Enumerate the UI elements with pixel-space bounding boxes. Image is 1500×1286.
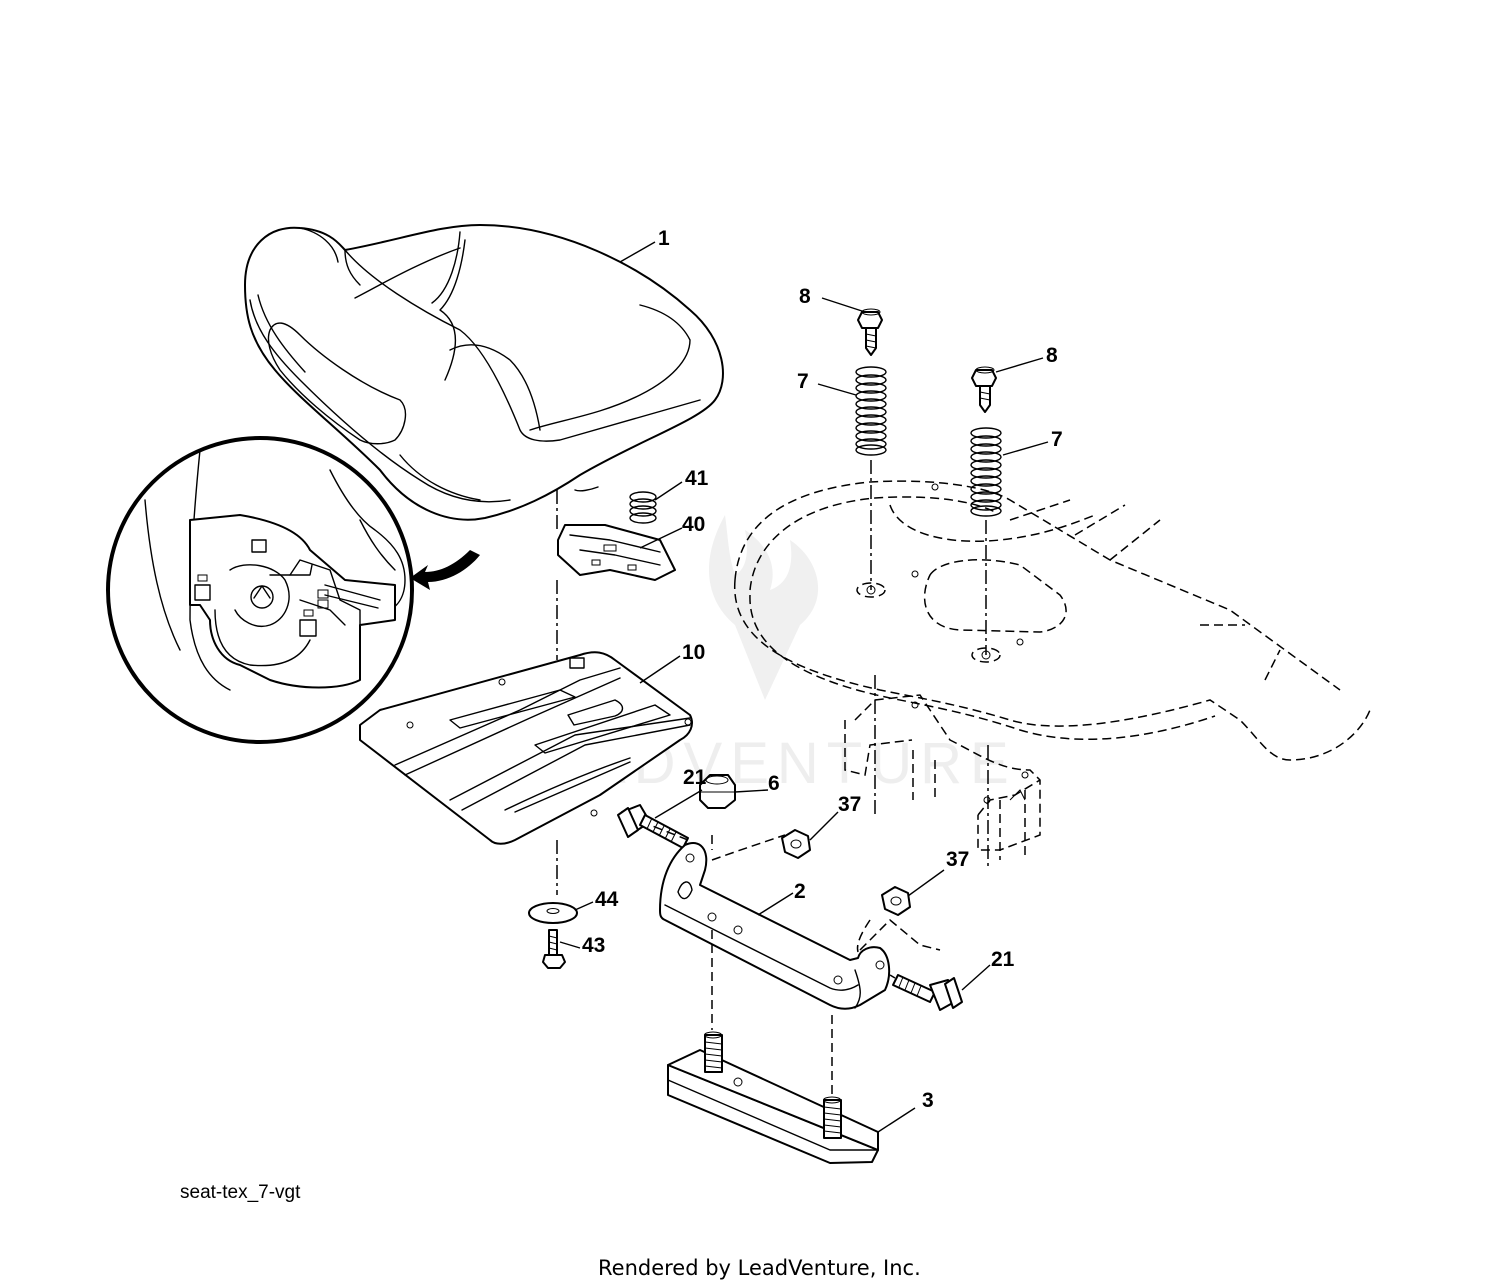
callout-37-lower: 37	[946, 848, 969, 871]
callout-labels: 1 8 8 7 7 41 40 10 21 6 37 37 2 44 43 21…	[582, 227, 1063, 1112]
mount-hole-outline	[971, 647, 1001, 663]
seat-bracket-2	[659, 842, 891, 1010]
base-plate-3	[667, 1031, 879, 1164]
bolt-8-left	[857, 308, 883, 356]
callout-21-lower: 21	[991, 948, 1015, 971]
nut-37-lower	[881, 886, 911, 916]
mount-hole-outline	[856, 582, 886, 598]
align-line	[711, 834, 786, 861]
callout-40: 40	[682, 513, 705, 536]
bolt-8-right	[971, 366, 997, 413]
callout-7-left: 7	[797, 370, 809, 393]
diagram-reference-code: seat-tex_7-vgt	[180, 1182, 301, 1203]
callout-3: 3	[922, 1089, 934, 1112]
spring-7-right	[970, 427, 1002, 517]
detail-inset-circle	[106, 436, 414, 744]
leader-lines	[559, 241, 1049, 1133]
callout-10: 10	[682, 641, 705, 664]
align-line	[856, 919, 871, 953]
callout-1: 1	[658, 227, 670, 250]
spring-41	[629, 491, 657, 524]
mount-hole	[981, 650, 991, 660]
slide-bracket-40	[557, 524, 676, 581]
bolt-21-right	[892, 974, 963, 1011]
callout-8-left: 8	[799, 285, 811, 308]
callout-6: 6	[768, 772, 780, 795]
tractor-frame-outline	[734, 480, 1371, 860]
align-line	[649, 824, 689, 841]
washer-44	[528, 902, 578, 924]
nut-37-upper	[781, 829, 811, 859]
align-line	[889, 974, 896, 979]
render-credit: Rendered by LeadVenture, Inc.	[598, 1256, 921, 1280]
mount-hole	[866, 585, 876, 595]
callout-7-right: 7	[1051, 428, 1063, 451]
callout-37-upper: 37	[838, 793, 861, 816]
nut-6	[699, 774, 736, 809]
seat	[244, 224, 724, 521]
detail-arrow	[410, 550, 480, 590]
callout-44: 44	[595, 888, 619, 911]
bolt-21-left	[617, 804, 689, 849]
seat-pan-10	[359, 651, 693, 845]
bolt-43	[542, 929, 566, 969]
callout-2: 2	[794, 880, 806, 903]
callout-21-upper: 21	[683, 766, 707, 789]
callout-8-right: 8	[1046, 344, 1058, 367]
callout-41: 41	[685, 467, 709, 490]
callout-43: 43	[582, 934, 605, 957]
align-line	[859, 918, 941, 951]
spring-7-left	[855, 366, 887, 456]
